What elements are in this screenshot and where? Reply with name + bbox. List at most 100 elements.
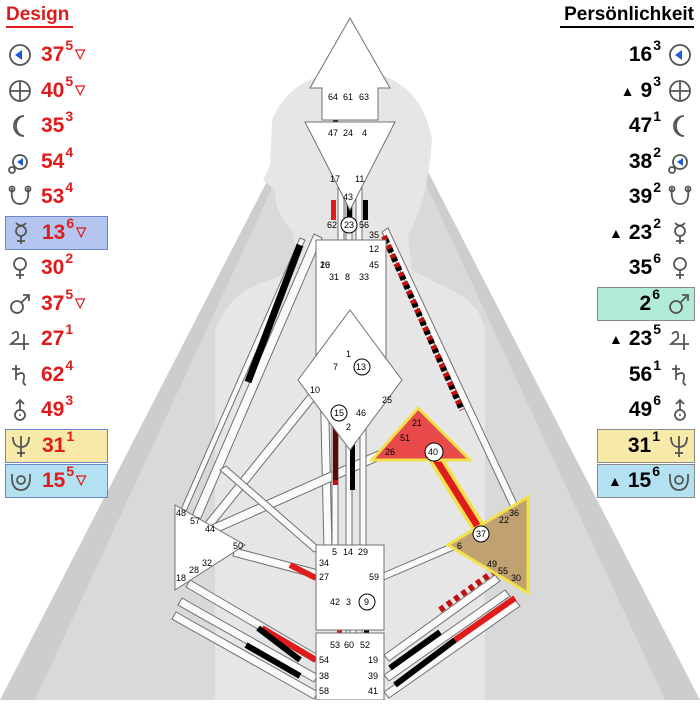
- gate-8-label: 8: [345, 272, 350, 282]
- gate-46-label: 46: [356, 408, 366, 418]
- gate-number: 54: [41, 149, 65, 173]
- line-number: 3: [653, 37, 661, 53]
- gate-1-label: 1: [346, 349, 351, 359]
- exalted-triangle-icon: ▲: [607, 473, 622, 489]
- g-center: [297, 309, 403, 451]
- line-number: 2: [653, 143, 661, 160]
- gate-15-label: 15: [334, 408, 344, 418]
- gate-10-label: 10: [310, 385, 320, 395]
- uranus-icon: [665, 395, 695, 425]
- venus-icon: [5, 253, 35, 283]
- uranus-icon: [5, 395, 35, 425]
- sun-icon: [5, 40, 35, 70]
- gate-number: 35: [41, 114, 65, 137]
- gate-61-label: 61: [343, 92, 353, 102]
- gate-21-label: 21: [412, 418, 422, 428]
- line-number: 2: [653, 179, 661, 195]
- earth-icon: [665, 76, 695, 106]
- line-number: 3: [653, 72, 661, 89]
- fixation-triangle-icon: ▽: [75, 294, 86, 310]
- gate-3-label: 3: [346, 597, 351, 607]
- gate-47-label: 47: [328, 128, 338, 138]
- exalted-triangle-icon: ▲: [608, 331, 623, 347]
- gate-number: 13: [42, 220, 66, 244]
- gate-38-label: 38: [319, 671, 329, 681]
- line-number: 1: [652, 427, 660, 444]
- line-number: 5: [653, 321, 661, 337]
- gate-52-label: 52: [360, 640, 370, 650]
- gate-34-label: 34: [319, 558, 329, 568]
- gate-19-label: 19: [368, 655, 378, 665]
- fixation-triangle-icon: ▽: [76, 472, 87, 487]
- line-number: 6: [652, 285, 660, 302]
- gate-number: 31: [627, 433, 652, 457]
- line-number: 6: [653, 392, 661, 408]
- gate-59-label: 59: [369, 572, 379, 582]
- mercury-icon: [665, 218, 695, 248]
- gate-number: 23: [628, 327, 653, 350]
- gate-48-label: 48: [176, 508, 186, 518]
- line-number: 3: [65, 392, 74, 408]
- fixation-triangle-icon: ▽: [75, 81, 86, 97]
- gate-number: 49: [41, 398, 65, 421]
- line-number: 1: [65, 321, 74, 337]
- gate-number: 35: [628, 256, 653, 279]
- exalted-triangle-icon: ▲: [608, 224, 623, 241]
- gate-9-label: 9: [364, 597, 369, 607]
- venus-icon: [665, 253, 695, 283]
- gate-51-label: 51: [400, 433, 410, 443]
- south-node-icon: [665, 182, 695, 212]
- gate-23-label: 23: [344, 220, 354, 230]
- gate-44-label: 44: [205, 524, 215, 534]
- line-number: 3: [65, 108, 74, 124]
- gate-number: 56: [628, 362, 653, 386]
- line-number: 5: [66, 463, 75, 479]
- spleen-center: [174, 504, 246, 591]
- gate-25-label: 25: [382, 395, 392, 405]
- gate-24-label: 24: [343, 128, 353, 138]
- gate-number: 47: [628, 114, 653, 137]
- gate-number: 62: [41, 362, 65, 386]
- line-number: 6: [66, 214, 75, 231]
- gate-number: 15: [627, 469, 652, 492]
- gate-number: 37: [41, 291, 65, 315]
- gate-36-label: 36: [509, 508, 519, 518]
- gate-number: 9: [640, 78, 653, 102]
- sacral-center: [315, 544, 385, 631]
- gate-2-label: 2: [346, 422, 351, 432]
- design-title: Design: [6, 4, 74, 28]
- gate-number: 49: [628, 398, 653, 421]
- line-number: 5: [65, 72, 74, 89]
- gate-12-label: 12: [369, 244, 379, 254]
- line-number: 1: [653, 356, 661, 373]
- gate-number: 27: [41, 327, 65, 350]
- ego-center: [368, 405, 474, 462]
- north-node-icon: [5, 147, 35, 177]
- line-number: 1: [66, 427, 75, 444]
- gate-60-label: 60: [344, 640, 354, 650]
